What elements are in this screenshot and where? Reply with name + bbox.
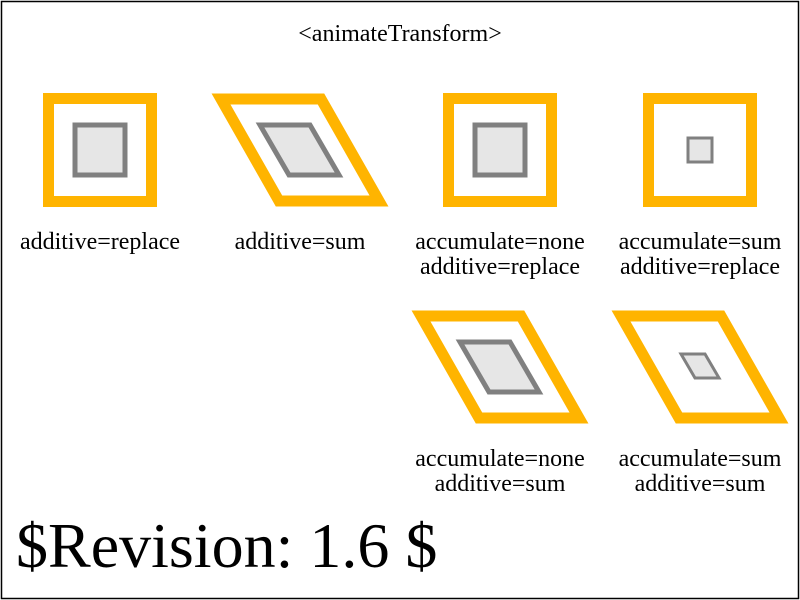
outer-parallelogram: [411, 310, 589, 424]
revision-label: $Revision: 1.6 $: [16, 510, 437, 581]
outer-square: [443, 93, 557, 207]
page-title: <animateTransform>: [298, 21, 501, 47]
outer-square: [43, 93, 157, 207]
panel-accumulate-none-additive-replace: accumulate=none additive=replace: [415, 93, 585, 280]
panel-label-line1: accumulate=sum: [619, 446, 782, 472]
panel-label-line2: additive=replace: [420, 254, 580, 280]
panel-label-line1: additive=replace: [20, 229, 180, 255]
outer-parallelogram: [211, 93, 389, 207]
inner-parallelogram: [255, 122, 344, 178]
outer-square: [643, 93, 757, 207]
panel-label-line1: additive=sum: [235, 229, 366, 255]
panel-accumulate-sum-additive-sum: accumulate=sum additive=sum: [611, 310, 789, 497]
panel-label-line1: accumulate=sum: [619, 229, 782, 255]
panel-accumulate-sum-additive-replace: accumulate=sum additive=replace: [619, 93, 782, 280]
panel-additive-replace: additive=replace: [20, 93, 180, 255]
panel-label-line1: accumulate=none: [415, 229, 584, 255]
panel-label-line2: additive=sum: [435, 471, 566, 497]
inner-square: [72, 122, 128, 178]
inner-parallelogram-small: [678, 352, 722, 380]
inner-parallelogram: [455, 339, 544, 395]
panel-accumulate-none-additive-sum: accumulate=none additive=sum: [411, 310, 589, 497]
outer-parallelogram: [611, 310, 789, 424]
inner-square: [472, 122, 528, 178]
panel-additive-sum: additive=sum: [211, 93, 389, 255]
inner-square-small: [686, 136, 714, 164]
panel-label-line2: additive=sum: [635, 471, 766, 497]
panel-label-line1: accumulate=none: [415, 446, 584, 472]
panel-label-line2: additive=replace: [620, 254, 780, 280]
